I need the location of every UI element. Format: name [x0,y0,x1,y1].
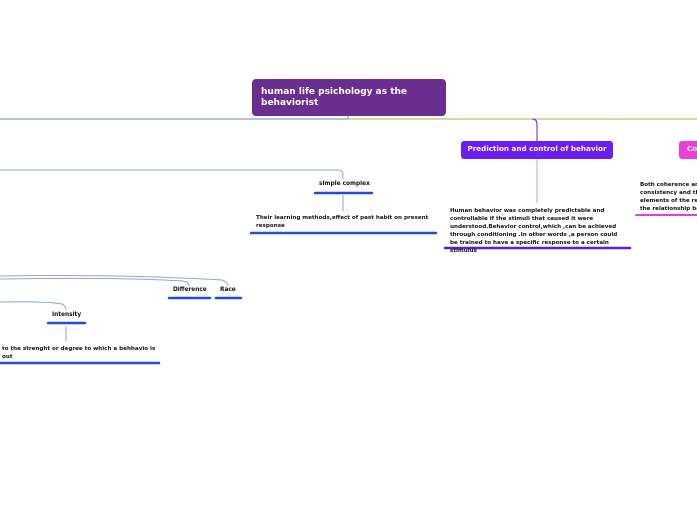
topic-simple-complex[interactable]: simple complex [319,181,370,187]
topic-prediction[interactable]: Prediction and control of behavior [461,141,613,159]
topic-intensity[interactable]: Intensity [52,312,82,318]
coherence-line-4: the relationship bet [640,206,697,212]
root-topic[interactable]: human life psichology as the behaviorist [252,79,446,116]
learning-description[interactable]: Their learning methods,effect of past ha… [256,215,429,229]
topic-coherence[interactable]: Co [679,141,697,159]
connector-to-simple-complex [0,169,344,179]
connector-to-prediction [531,118,538,141]
coherence-line-3: elements of the req [640,198,697,204]
connector-to-race [0,275,229,287]
coherence-description[interactable]: Both coherence and consistency and the e… [640,181,697,213]
connector-to-intensity [0,301,67,311]
topic-race[interactable]: Race [220,287,236,293]
intensity-description[interactable]: to the strenght or degree to which a beh… [2,345,159,361]
prediction-description[interactable]: Human behavior was completely predictabl… [450,208,618,254]
coherence-line-2: consistency and the [640,190,697,196]
topic-difference[interactable]: Difference [173,287,207,293]
intensity-line-1: to the strenght or degree to which a beh… [2,346,156,352]
intensity-line-2: out [2,354,13,360]
connector-to-difference [0,277,190,287]
coherence-line-1: Both coherence and [640,182,697,188]
